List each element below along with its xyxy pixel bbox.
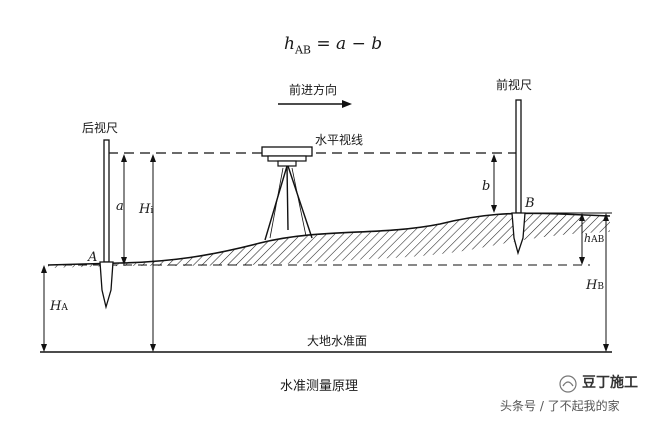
label-hi-main: H (139, 202, 151, 217)
label-a: a (116, 199, 124, 214)
formula-h: h (284, 34, 295, 54)
formula-sub: AB (294, 43, 311, 57)
label-hab-sub: AB (591, 235, 605, 245)
caption: 水准测量原理 (280, 379, 359, 394)
formula-equals: = (310, 34, 337, 54)
label-hab: hAB (584, 233, 604, 245)
geoid-label: 大地水准面 (307, 334, 368, 348)
dimension-ha (41, 265, 47, 352)
direction-arrow (278, 100, 352, 108)
label-hb-sub: B (597, 282, 604, 292)
formula-b: b (371, 34, 383, 54)
front-staff (511, 99, 526, 256)
label-hab-main: h (584, 232, 592, 245)
label-hi-sub: i (150, 206, 154, 216)
formula-a: a (336, 34, 347, 54)
dimension-hb (603, 213, 609, 352)
level-instrument (261, 146, 313, 241)
direction-label: 前进方向 (289, 83, 338, 97)
label-ha-sub: A (61, 303, 68, 313)
label-hb: HB (586, 279, 604, 292)
label-ha: HA (50, 300, 68, 313)
watermark-source: 头条号 / 了不起我的家 (500, 399, 620, 413)
dimension-hab (579, 213, 585, 265)
front-staff-label: 前视尺 (496, 78, 533, 92)
point-a-label: A (88, 250, 98, 265)
dimension-b (491, 154, 497, 213)
watermark-logo-icon (559, 375, 577, 393)
label-hb-main: H (586, 278, 598, 293)
back-staff-label: 后视尺 (82, 121, 119, 135)
dimension-hi (150, 154, 156, 352)
label-b: b (482, 179, 491, 194)
horizontal-line-label: 水平视线 (315, 133, 364, 147)
formula: hAB = a − b (284, 34, 383, 57)
point-b-label: B (525, 196, 535, 211)
watermark-brand: 豆丁施工 (582, 375, 638, 391)
label-ha-main: H (50, 299, 62, 314)
formula-minus: − (346, 34, 372, 54)
label-hi: Hi (139, 203, 153, 216)
back-staff (99, 139, 114, 310)
dimension-a (121, 154, 127, 265)
